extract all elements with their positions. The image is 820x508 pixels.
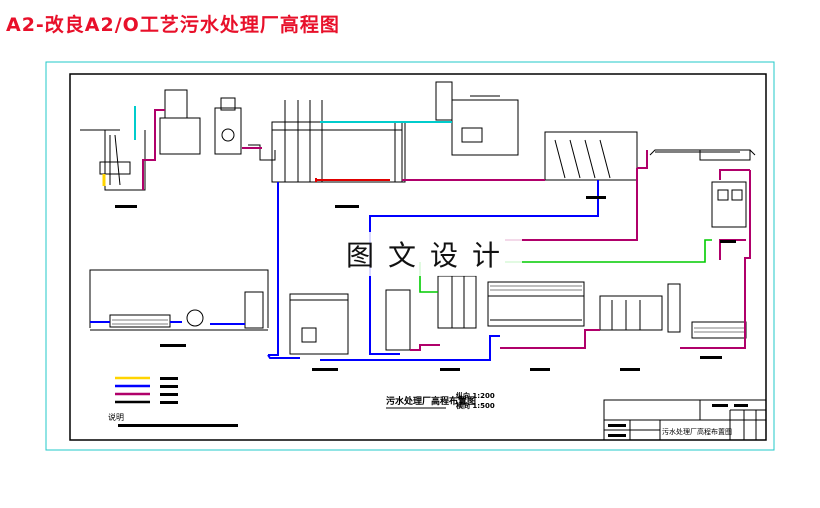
- legend-label-bars: [160, 377, 178, 404]
- scale-horizontal: 横向 1:500: [456, 401, 495, 410]
- return-pipelines: [315, 178, 390, 182]
- title-block-fields: [608, 404, 748, 437]
- notes-heading: 说明: [108, 412, 124, 422]
- page-title: A2-改良A2/O工艺污水处理厂高程图: [6, 14, 340, 36]
- hatch-fill: [112, 285, 744, 333]
- sludge-pipelines: [142, 109, 751, 351]
- water-pipelines: [90, 180, 599, 361]
- air-pipelines: [134, 106, 452, 140]
- drawing-caption: 污水处理厂高程布置图: [386, 395, 476, 407]
- scale-vertical: 纵向 1:200: [456, 391, 495, 400]
- structure-labels: [115, 196, 736, 371]
- upper-process-row: [80, 81, 756, 228]
- outer-frame: [45, 61, 775, 451]
- inner-frame: [69, 73, 767, 441]
- watermark: 图文设计: [338, 232, 523, 276]
- legend: [115, 376, 150, 404]
- title-block: [603, 399, 767, 441]
- notes-text: [118, 424, 238, 427]
- lower-process-row: [89, 269, 747, 355]
- title-block-name: 污水处理厂高程布置图: [662, 427, 732, 436]
